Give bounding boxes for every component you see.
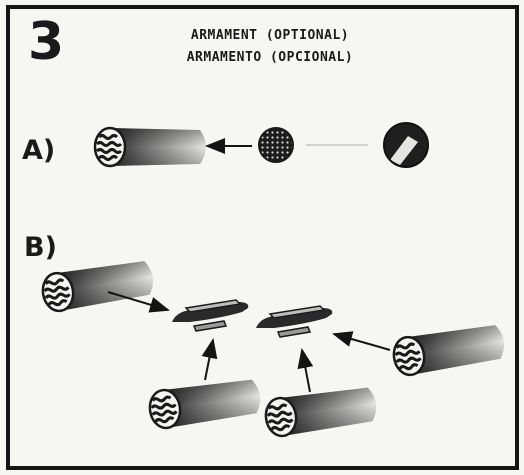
cylinder-part-icon bbox=[146, 375, 265, 432]
weapon-rail-icon bbox=[255, 305, 334, 338]
dark-cap-disc-icon bbox=[383, 122, 429, 168]
section-a-label: A) bbox=[22, 135, 56, 166]
weapon-rail-icon bbox=[171, 299, 250, 332]
step-number: 3 bbox=[28, 12, 65, 72]
title-english: ARMAMENT (OPTIONAL) bbox=[190, 28, 350, 43]
title-spanish: ARMAMENTO (OPCIONAL) bbox=[186, 50, 354, 65]
assembly-arrow-icon bbox=[332, 331, 391, 351]
dotted-disc-icon bbox=[258, 127, 294, 163]
section-a-assembly bbox=[93, 122, 429, 168]
cylinder-part-icon bbox=[93, 126, 208, 168]
cylinder-part-icon bbox=[38, 256, 158, 315]
cylinder-part-icon bbox=[262, 383, 381, 440]
cylinder-part-icon bbox=[389, 320, 509, 379]
section-b-label: B) bbox=[24, 232, 57, 263]
assembly-arrow-icon bbox=[201, 338, 218, 381]
assembly-arrow-icon bbox=[297, 348, 314, 393]
section-b-assembly bbox=[38, 256, 509, 440]
assembly-arrow-icon bbox=[107, 291, 170, 313]
